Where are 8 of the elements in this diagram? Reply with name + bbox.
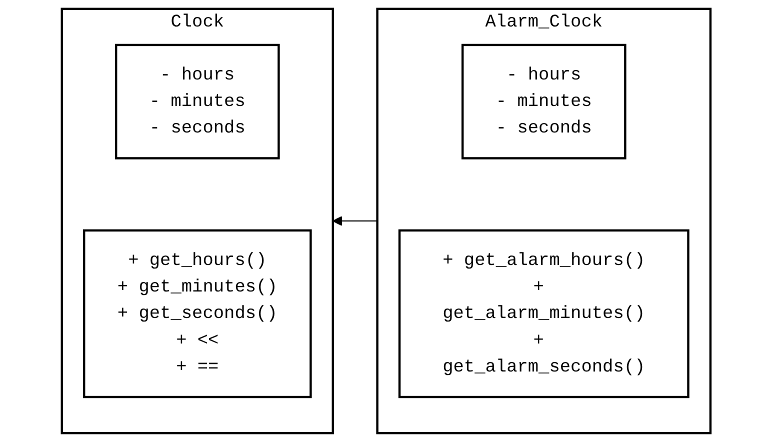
node-box <box>115 44 280 160</box>
node-box <box>398 229 690 398</box>
cluster <box>61 8 334 434</box>
node-box <box>83 229 312 398</box>
class-diagram: Alarm_Clock - hours - minutes - seconds + get_alarm_hours() + get_alarm_minutes() + get_alarm_seconds() Clock - hours - minutes - seconds + get_hours() + get_minutes() + get_seconds() + << + == <box>53 0 720 442</box>
node-box <box>462 44 627 160</box>
arrow <box>332 216 378 226</box>
cluster <box>376 8 712 434</box>
